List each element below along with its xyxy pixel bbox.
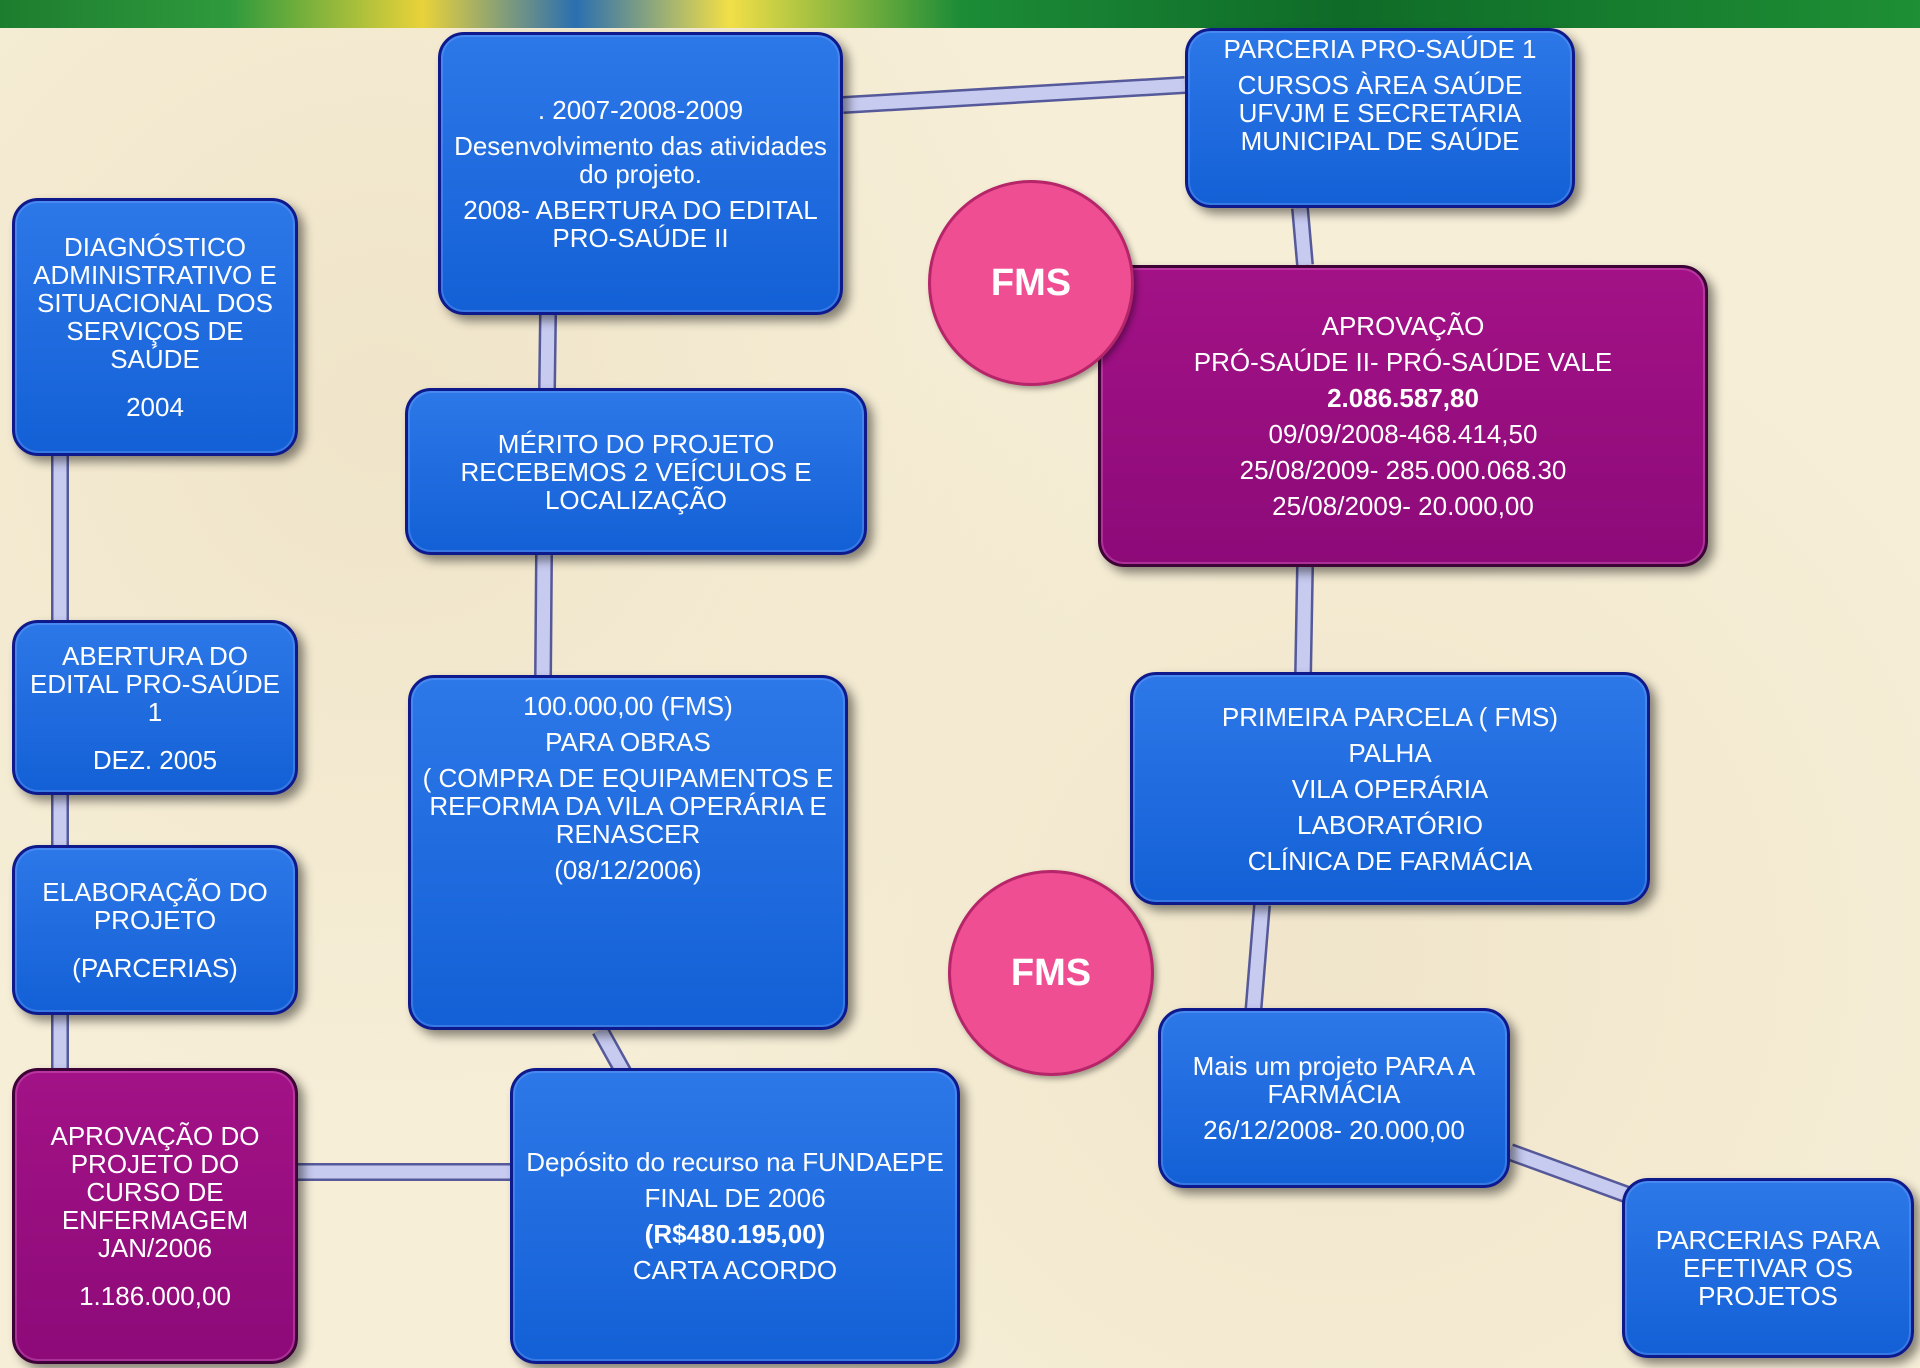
- callout-fms-top: FMS: [928, 180, 1134, 386]
- callout-fms-bottom: FMS: [948, 870, 1154, 1076]
- parceria1-title: PARCERIA PRO-SAÚDE 1: [1223, 34, 1537, 64]
- mais-projeto-value: 26/12/2008- 20.000,00: [1203, 1115, 1465, 1145]
- box-deposito: Depósito do recurso na FUNDAEPE FINAL DE…: [510, 1068, 960, 1364]
- desenvolvimento-edital: 2008- ABERTURA DO EDITAL PRO-SAÚDE II: [463, 194, 818, 253]
- box-parceria-pro-saude-1: PARCERIA PRO-SAÚDE 1 CURSOS ÀREA SAÚDE U…: [1185, 28, 1575, 208]
- primeira-laboratorio: LABORATÓRIO: [1297, 809, 1483, 840]
- callout-fms-bottom-label: FMS: [1010, 951, 1092, 994]
- aprovacao2-parcel-2: 25/08/2009- 285.000.068.30: [1239, 455, 1567, 485]
- deposito-text: Depósito do recurso na FUNDAEPE: [526, 1147, 944, 1177]
- flag-banner: [0, 0, 1920, 28]
- deposito-carta: CARTA ACORDO: [632, 1255, 838, 1285]
- box-desenvolvimento: . 2007-2008-2009 Desenvolvimento das ati…: [438, 32, 843, 315]
- abertura1-title: ABERTURA DO EDITAL PRO-SAÚDE 1: [30, 640, 280, 727]
- box-primeira-parcela: PRIMEIRA PARCELA ( FMS) PALHA VILA OPERÁ…: [1130, 672, 1650, 905]
- deposito-value: (R$480.195,00): [644, 1219, 826, 1249]
- box-aprovacao-curso: APROVAÇÃO DO PROJETO DO CURSO DE ENFERMA…: [12, 1068, 298, 1364]
- obras-date: (08/12/2006): [554, 855, 702, 885]
- aprovacao2-title: APROVAÇÃO: [1321, 311, 1485, 341]
- box-parcerias: PARCERIAS PARA EFETIVAR OS PROJETOS: [1622, 1178, 1914, 1358]
- primeira-clinica: CLÍNICA DE FARMÁCIA: [1247, 845, 1533, 876]
- aprovacao-curso-value: 1.186.000,00: [79, 1281, 231, 1311]
- primeira-title: PRIMEIRA PARCELA ( FMS): [1221, 701, 1559, 732]
- diagnostico-title: DIAGNÓSTICO ADMINISTRATIVO E SITUACIONAL…: [33, 232, 277, 374]
- primeira-palha: PALHA: [1348, 737, 1432, 768]
- aprovacao2-parcel-1: 09/09/2008-468.414,50: [1268, 419, 1538, 449]
- aprovacao2-program: PRÓ-SAÚDE II- PRÓ-SAÚDE VALE: [1193, 347, 1613, 377]
- parcerias-text: PARCERIAS PARA EFETIVAR OS PROJETOS: [1655, 1225, 1881, 1311]
- aprovacao2-parcel-3: 25/08/2009- 20.000,00: [1272, 491, 1534, 521]
- obras-label: PARA OBRAS: [545, 727, 711, 757]
- callout-fms-top-label: FMS: [990, 261, 1072, 304]
- diagnostico-year: 2004: [126, 392, 184, 422]
- elaboracao-title: ELABORAÇÃO DO PROJETO: [42, 877, 268, 935]
- deposito-final: FINAL DE 2006: [644, 1183, 826, 1213]
- parceria1-text: CURSOS ÀREA SAÚDE UFVJM E SECRETARIA MUN…: [1237, 70, 1523, 156]
- aprovacao-curso-title: APROVAÇÃO DO PROJETO DO CURSO DE ENFERMA…: [50, 1121, 260, 1263]
- obras-value: 100.000,00 (FMS): [523, 691, 733, 721]
- box-mais-um-projeto: Mais um projeto PARA A FARMÁCIA 26/12/20…: [1158, 1008, 1510, 1188]
- mais-projeto-text: Mais um projeto PARA A FARMÁCIA: [1192, 1051, 1476, 1109]
- desenvolvimento-years: . 2007-2008-2009: [537, 94, 744, 125]
- desenvolvimento-text: Desenvolvimento das atividades do projet…: [454, 130, 827, 189]
- box-elaboracao: ELABORAÇÃO DO PROJETO (PARCERIAS): [12, 845, 298, 1015]
- box-aprovacao-pro-saude-ii: APROVAÇÃO PRÓ-SAÚDE II- PRÓ-SAÚDE VALE 2…: [1098, 265, 1708, 567]
- merito-text: MÉRITO DO PROJETO RECEBEMOS 2 VEÍCULOS E…: [460, 428, 812, 515]
- primeira-vila: VILA OPERÁRIA: [1291, 773, 1489, 804]
- elaboracao-parcerias: (PARCERIAS): [72, 953, 238, 983]
- box-abertura-edital-1: ABERTURA DO EDITAL PRO-SAÚDE 1 DEZ. 2005: [12, 620, 298, 795]
- aprovacao2-total: 2.086.587,80: [1327, 383, 1479, 413]
- box-merito: MÉRITO DO PROJETO RECEBEMOS 2 VEÍCULOS E…: [405, 388, 867, 555]
- abertura1-date: DEZ. 2005: [92, 744, 218, 775]
- obras-detail: ( COMPRA DE EQUIPAMENTOS E REFORMA DA VI…: [422, 763, 834, 849]
- box-obras: 100.000,00 (FMS) PARA OBRAS ( COMPRA DE …: [408, 675, 848, 1030]
- box-diagnostico: DIAGNÓSTICO ADMINISTRATIVO E SITUACIONAL…: [12, 198, 298, 456]
